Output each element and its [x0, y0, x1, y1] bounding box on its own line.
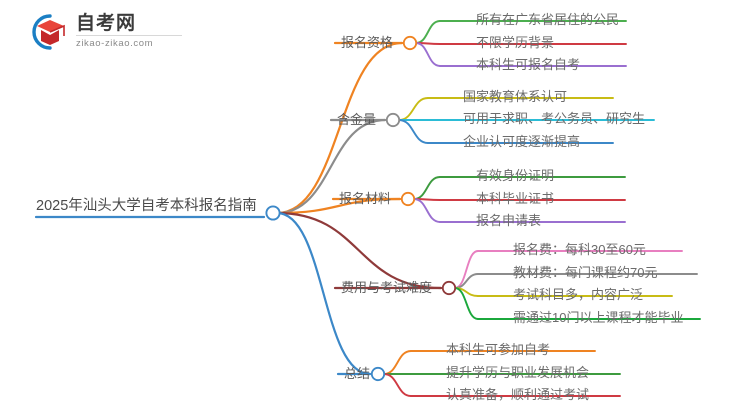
branch-label-1[interactable]: 含金量	[337, 112, 377, 127]
leaf-connector-3-3	[454, 287, 479, 320]
leaf-label-3-2[interactable]: 考试科目多，内容广泛	[513, 287, 644, 302]
leaf-connector-2-2	[413, 198, 441, 223]
leaf-label-2-0[interactable]: 有效身份证明	[476, 168, 555, 183]
logo-subtitle: zikao-zikao.com	[76, 38, 154, 49]
leaf-connector-1-2	[398, 119, 429, 144]
leaf-label-4-0[interactable]: 本科生可参加自考	[446, 342, 551, 357]
branch-connector-3	[275, 211, 443, 290]
branch-connector-0	[275, 41, 404, 215]
leaf-connector-1-0	[398, 97, 429, 121]
leaf-label-0-2[interactable]: 本科生可报名自考	[476, 57, 581, 72]
leaf-label-4-1[interactable]: 提升学历与职业发展机会	[446, 365, 590, 380]
branch-connector-1	[275, 118, 387, 215]
branch-node-dot-4	[370, 366, 386, 382]
leaf-connector-2-0	[413, 176, 441, 200]
leaf-connector-0-2	[415, 42, 441, 67]
leaf-label-0-0[interactable]: 所有在广东省居住的公民	[476, 12, 620, 27]
branch-node-dot-1	[385, 112, 401, 128]
root-node-label[interactable]: 2025年汕头大学自考本科报名指南	[36, 198, 257, 214]
branch-connector-4	[275, 211, 372, 376]
branch-node-dot-3	[441, 280, 457, 296]
branch-label-3[interactable]: 费用与考试难度	[341, 280, 433, 295]
site-logo[interactable]: 自考网 zikao-zikao.com	[24, 8, 184, 56]
leaf-label-3-3[interactable]: 需通过10门以上课程才能毕业	[513, 310, 684, 325]
leaf-label-1-0[interactable]: 国家教育体系认可	[463, 89, 568, 104]
leaf-label-3-1[interactable]: 教材费：每门课程约70元	[513, 265, 658, 280]
leaf-label-0-1[interactable]: 不限学历背景	[476, 35, 555, 50]
leaf-label-3-0[interactable]: 报名费：每科30至60元	[513, 242, 646, 257]
leaf-label-1-1[interactable]: 可用于求职、考公务员、研究生	[463, 111, 646, 126]
root-node-dot	[265, 205, 281, 221]
leaf-label-2-1[interactable]: 本科毕业证书	[476, 191, 555, 206]
leaf-label-4-2[interactable]: 认真准备，顺利通过考试	[446, 387, 590, 402]
graduation-cap-icon	[24, 12, 70, 52]
branch-node-dot-0	[402, 35, 418, 51]
branch-label-0[interactable]: 报名资格	[341, 35, 394, 50]
branch-node-dot-2	[400, 191, 416, 207]
logo-divider	[76, 35, 182, 36]
leaf-connector-0-0	[415, 20, 441, 44]
leaf-connector-4-2	[383, 373, 412, 397]
branch-label-2[interactable]: 报名材料	[339, 191, 392, 206]
leaf-connector-4-0	[383, 350, 412, 375]
leaf-label-2-2[interactable]: 报名申请表	[476, 213, 542, 228]
logo-title: 自考网	[76, 12, 137, 34]
leaf-label-1-2[interactable]: 企业认可度逐渐提高	[463, 134, 581, 149]
branch-label-4[interactable]: 总结	[344, 366, 371, 381]
